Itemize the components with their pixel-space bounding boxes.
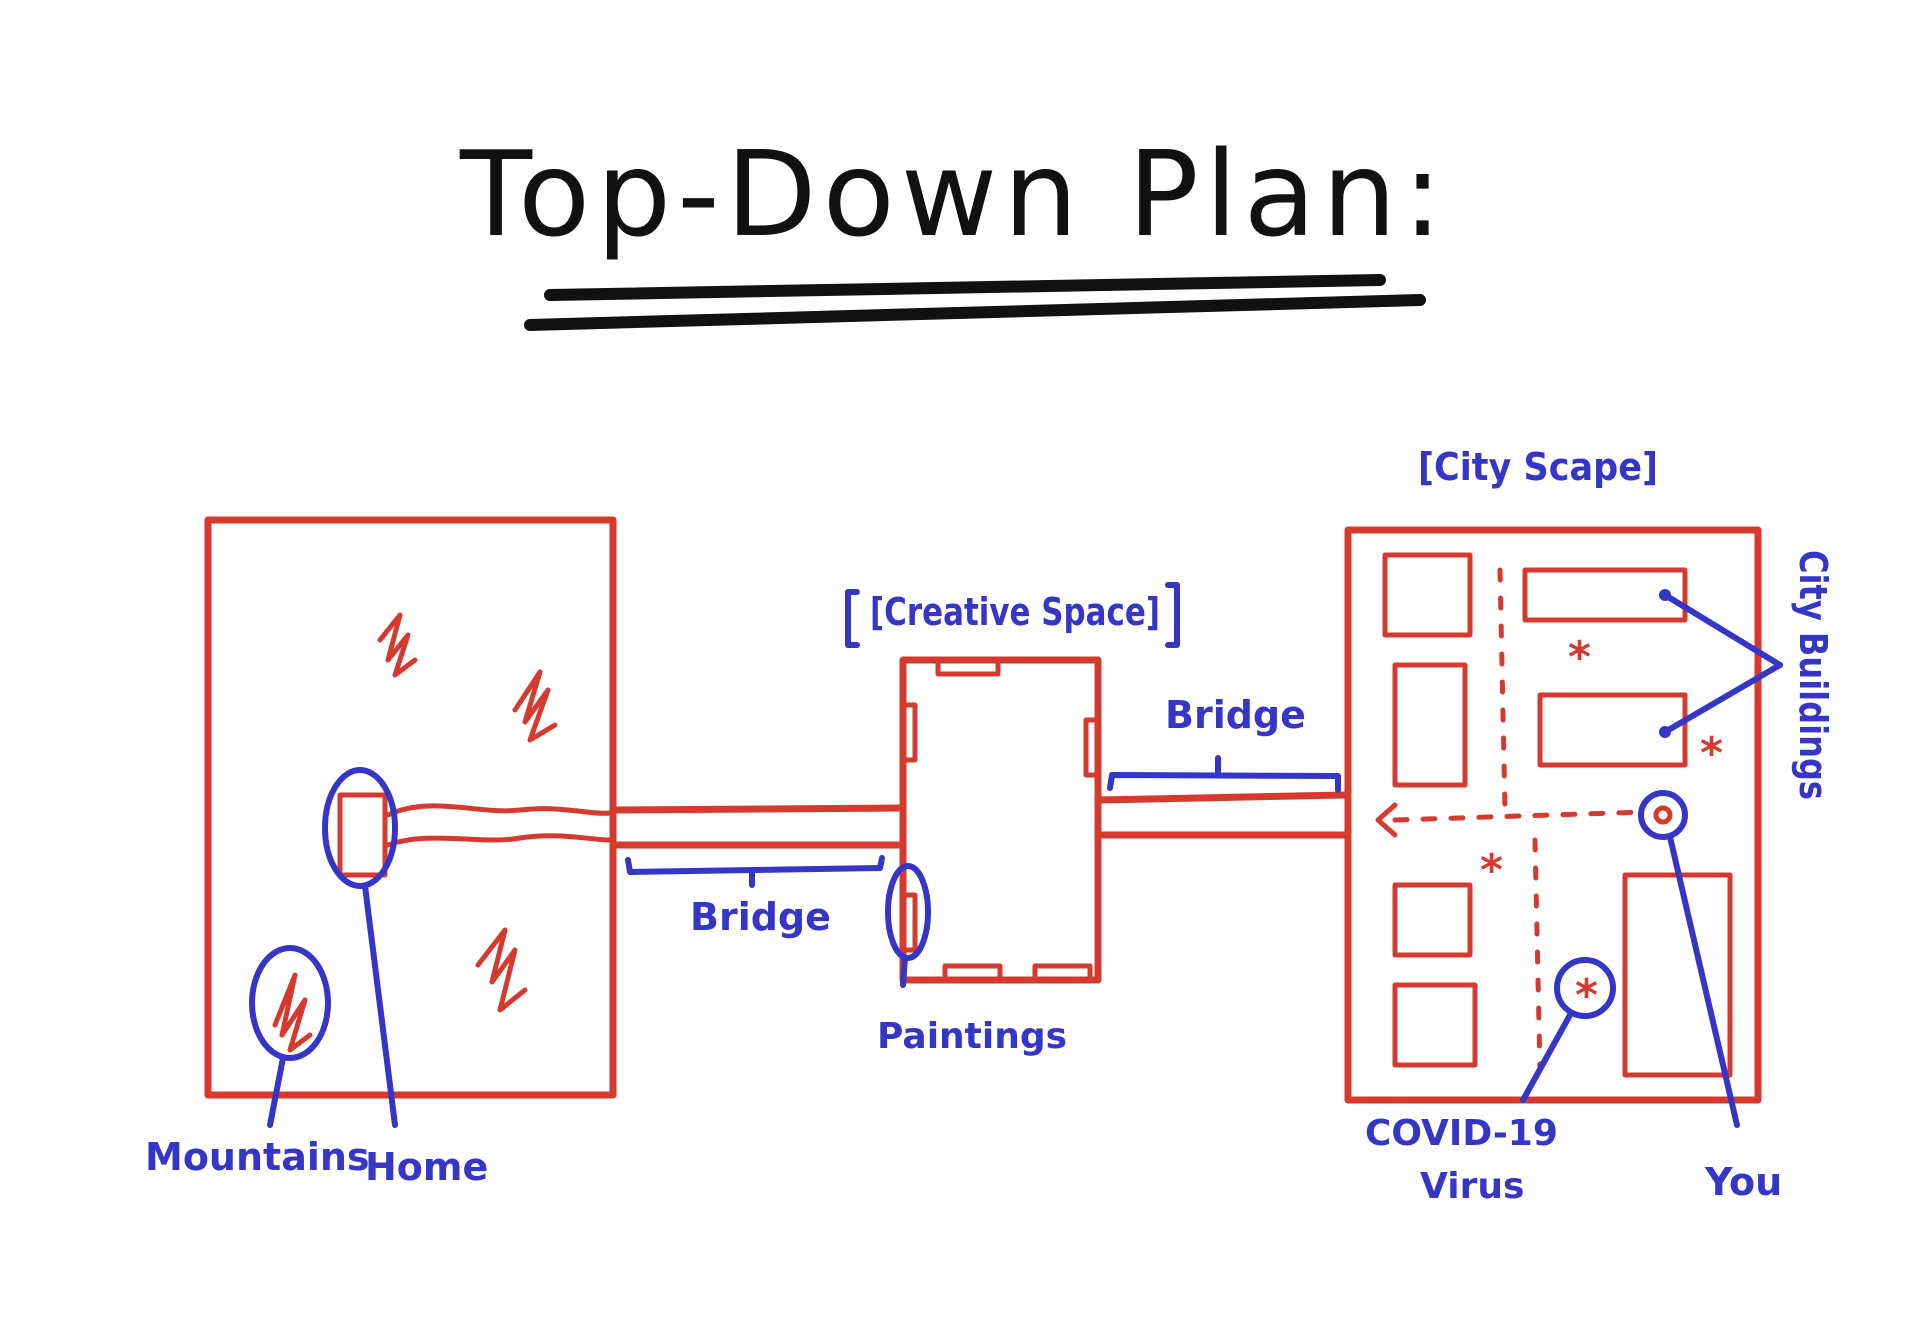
city-scape-label: [City Scape] (1418, 445, 1658, 489)
home-path-bottom (385, 833, 613, 848)
right-bridge-label: Bridge (1165, 693, 1306, 737)
player-position-icon (1653, 805, 1673, 825)
home-path-top (385, 803, 613, 818)
city-building (1392, 882, 1473, 958)
you-label: You (1704, 1160, 1782, 1204)
creative-space-label: [Creative Space] (870, 590, 1160, 634)
mountain-icon (272, 972, 313, 1053)
home-label: Home (365, 1145, 488, 1189)
home-highlight-circle (322, 767, 398, 889)
city-building (1522, 567, 1688, 623)
city-building (1382, 552, 1473, 638)
painting-wall-left-lower (900, 892, 918, 953)
painting-wall-top (935, 657, 1001, 677)
city-buildings-leader-line (1662, 592, 1783, 668)
left-bridge-label: Bridge (690, 895, 831, 939)
creative-space-building (899, 656, 1102, 984)
home-leader-line (362, 883, 398, 1128)
city-buildings-label: City Buildings (1791, 550, 1835, 800)
city-building (1537, 692, 1688, 768)
painting-wall-bottom (942, 963, 1003, 983)
route-dashed (1392, 809, 1648, 823)
page-title: Top-Down Plan: (459, 125, 1448, 263)
city-building (1392, 662, 1468, 788)
virus-marker: * (1480, 845, 1503, 896)
left-bridge-bracket (625, 855, 885, 875)
covid-highlight-circle (1554, 957, 1616, 1019)
creative-space-bracket-right (1165, 582, 1180, 648)
virus-marker: * (1568, 632, 1591, 683)
city-building (1392, 982, 1478, 1068)
city-buildings-leader-line (1662, 662, 1783, 735)
covid-leader-line (1520, 1012, 1573, 1103)
painting-wall-bottom-2 (1032, 963, 1093, 983)
mountains-label: Mountains (145, 1135, 370, 1179)
virus-marker: * (1700, 728, 1723, 779)
covid-label-line1: COVID-19 (1365, 1113, 1558, 1154)
left-bridge-top (609, 804, 904, 814)
you-highlight-circle (1638, 790, 1688, 840)
creative-space-bracket-left (845, 589, 860, 648)
virus-marker: * (1575, 970, 1598, 1021)
street-dashed-upper (1497, 567, 1508, 813)
painting-wall-left (900, 702, 918, 763)
painting-wall-right (1083, 717, 1101, 778)
mountains-highlight-circle (249, 945, 331, 1061)
you-leader-line (1667, 834, 1740, 1128)
title-underline-top (544, 274, 1386, 301)
mountain-icon (377, 612, 418, 678)
covid-label-line2: Virus (1420, 1166, 1524, 1207)
city-building (1622, 872, 1733, 1078)
paintings-leader-line (900, 955, 908, 988)
route-arrowhead (1375, 802, 1398, 838)
right-bridge-top (1094, 791, 1349, 804)
city-buildings-pointer-dot (1659, 726, 1671, 738)
street-dashed-lower (1532, 837, 1543, 1073)
mountain-icon (512, 669, 558, 743)
mountain-icon (475, 927, 528, 1013)
title-underline-bottom (524, 294, 1426, 331)
city-scape-boundary (1344, 526, 1762, 1104)
paintings-highlight-circle (885, 863, 931, 961)
mountains-leader-line (267, 1055, 286, 1128)
paintings-label: Paintings (877, 1016, 1067, 1057)
home-building (337, 792, 388, 878)
city-buildings-pointer-dot (1659, 589, 1671, 601)
right-bridge-bracket (1107, 772, 1341, 793)
